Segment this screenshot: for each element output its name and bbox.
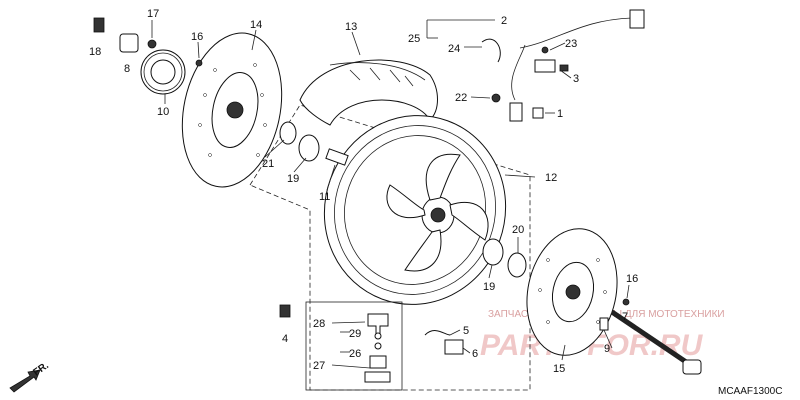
callout-2: 2	[501, 15, 507, 27]
callout-22: 22	[455, 92, 467, 104]
callout-27: 27	[313, 360, 325, 372]
callout-25: 25	[408, 33, 420, 45]
callout-19-left: 19	[287, 173, 299, 185]
diagram-code: MCAAF1300C	[718, 386, 782, 397]
collar-9	[599, 317, 609, 331]
dust-seal-19-right	[482, 238, 504, 266]
callout-24: 24	[448, 43, 460, 55]
clip-4	[279, 304, 291, 318]
bolt-17	[147, 39, 157, 49]
bearing-20	[507, 252, 527, 278]
callout-3: 3	[573, 73, 579, 85]
valve-kit	[364, 313, 391, 383]
bearing-21	[279, 121, 297, 145]
callout-17: 17	[147, 8, 159, 20]
callout-5: 5	[463, 325, 469, 337]
wheel-speed-sensor	[481, 9, 645, 122]
callout-12: 12	[545, 172, 557, 184]
callout-20: 20	[512, 224, 524, 236]
wheel-rim	[323, 115, 507, 305]
bolt-16-bottom	[622, 298, 630, 306]
callout-23: 23	[565, 38, 577, 50]
callout-7: 7	[622, 311, 628, 323]
callout-4: 4	[282, 333, 288, 345]
callout-26: 26	[349, 348, 361, 360]
callout-13: 13	[345, 21, 357, 33]
callout-15: 15	[553, 363, 565, 375]
pulser-ring	[140, 49, 186, 95]
dust-seal-19-left	[298, 134, 320, 162]
callout-1: 1	[557, 108, 563, 120]
callout-9: 9	[604, 343, 610, 355]
valve-kit-box	[305, 301, 403, 391]
callout-16-top: 16	[191, 31, 203, 43]
right-brake-disc	[526, 228, 618, 356]
valve-5-6	[424, 330, 464, 355]
front-direction-arrow: FR.	[9, 360, 51, 393]
callout-29: 29	[349, 328, 361, 340]
left-brake-disc	[181, 32, 283, 188]
callout-21: 21	[262, 158, 274, 170]
callout-16-bottom: 16	[626, 273, 638, 285]
callout-11: 11	[319, 191, 330, 203]
callout-14: 14	[250, 19, 262, 31]
leader-lines	[151, 19, 630, 369]
spacer-11	[325, 148, 349, 166]
callout-18: 18	[89, 46, 101, 58]
callout-10: 10	[157, 106, 169, 118]
callout-6: 6	[472, 348, 478, 360]
callout-19-right: 19	[483, 281, 495, 293]
callout-28: 28	[313, 318, 325, 330]
bolt-18	[93, 17, 105, 33]
bolt-16-top	[195, 59, 203, 67]
callout-8: 8	[124, 63, 130, 75]
front-axle-7	[610, 309, 702, 375]
collar-8	[119, 33, 139, 53]
